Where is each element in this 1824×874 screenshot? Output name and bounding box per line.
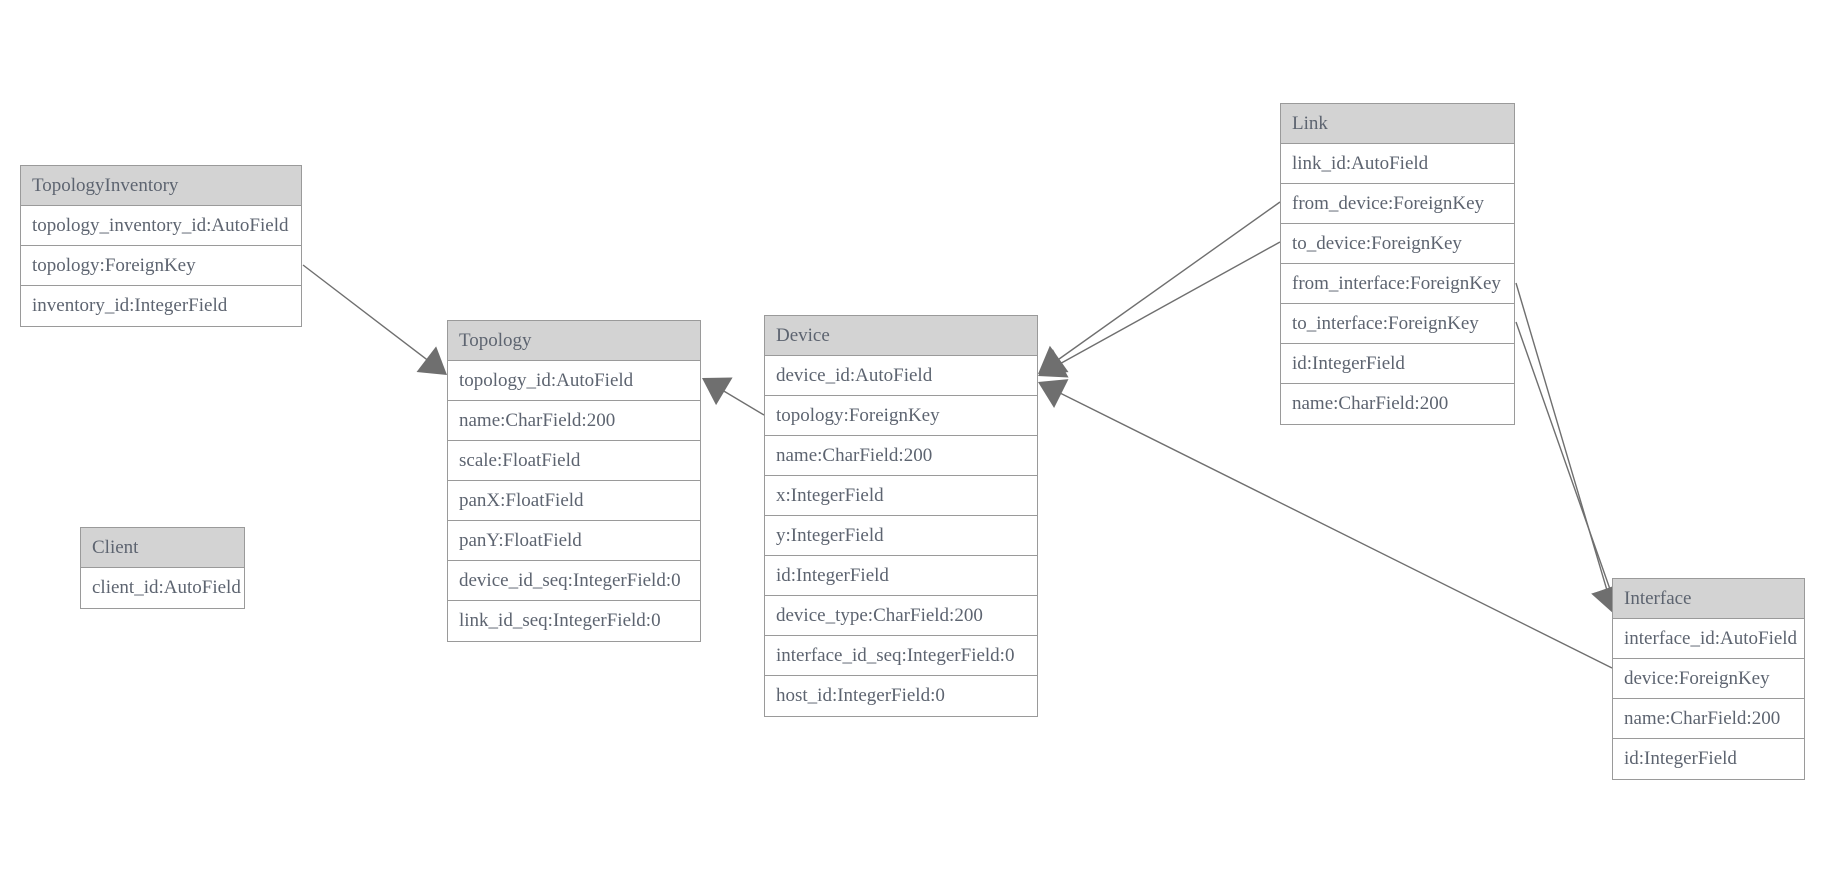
entity-field-row: panX:FloatField [448,481,700,521]
relationship-link-to-device[interactable] [1038,241,1281,378]
entity-field-row: id:IntegerField [1613,739,1804,779]
entity-field-row: topology_inventory_id:AutoField [21,206,301,246]
entity-field-row: host_id:IntegerField:0 [765,676,1037,716]
entity-field-row: topology:ForeignKey [765,396,1037,436]
entity-field-row: device_id:AutoField [765,356,1037,396]
entity-field-row: device_type:CharField:200 [765,596,1037,636]
entity-field-row: name:CharField:200 [1613,699,1804,739]
relationship-arrowhead [1038,349,1069,378]
relationship-line [1056,201,1281,362]
entity-field-row: to_interface:ForeignKey [1281,304,1514,344]
entity-field-row: id:IntegerField [765,556,1037,596]
relationship-line [1057,241,1281,366]
entity-title-topology: Topology [448,321,700,361]
entity-title-device: Device [765,316,1037,356]
relationship-line [1515,282,1609,593]
relationship-arrowhead [702,377,733,406]
entity-field-row: y:IntegerField [765,516,1037,556]
relationship-link-to-interface[interactable] [1515,321,1625,612]
entity-field-row: scale:FloatField [448,441,700,481]
entity-field-row: name:CharField:200 [1281,384,1514,424]
entity-field-row: from_device:ForeignKey [1281,184,1514,224]
entity-field-row: id:IntegerField [1281,344,1514,384]
entity-title-link: Link [1281,104,1514,144]
entity-field-row: link_id_seq:IntegerField:0 [448,601,700,641]
relationship-arrowhead [1038,345,1069,374]
entity-field-row: topology:ForeignKey [21,246,301,286]
entity-field-row: interface_id:AutoField [1613,619,1804,659]
entity-title-interface: Interface [1613,579,1804,619]
relationship-line [302,264,430,362]
entity-field-row: name:CharField:200 [765,436,1037,476]
relationship-line [1058,391,1613,669]
relationship-arrowhead [416,346,447,375]
entity-field-row: name:CharField:200 [448,401,700,441]
relationship-line [1515,321,1612,591]
entity-field-row: device_id_seq:IntegerField:0 [448,561,700,601]
entity-field-row: from_interface:ForeignKey [1281,264,1514,304]
relationship-link-from-device[interactable] [1038,201,1281,374]
entity-field-row: to_device:ForeignKey [1281,224,1514,264]
entity-title-topologyinventory: TopologyInventory [21,166,301,206]
entity-field-row: client_id:AutoField [81,568,244,608]
entity-field-row: topology_id:AutoField [448,361,700,401]
entity-field-row: device:ForeignKey [1613,659,1804,699]
relationship-topologyinventory-topology[interactable] [302,264,447,375]
entity-field-row: x:IntegerField [765,476,1037,516]
relationship-link-from-interface[interactable] [1515,282,1623,614]
relationship-arrowhead [1038,379,1069,409]
entity-field-row: inventory_id:IntegerField [21,286,301,326]
entity-field-row: panY:FloatField [448,521,700,561]
relationship-line [721,389,765,416]
entity-field-row: link_id:AutoField [1281,144,1514,184]
relationship-device-topology[interactable] [702,377,765,416]
entity-field-row: interface_id_seq:IntegerField:0 [765,636,1037,676]
entity-title-client: Client [81,528,244,568]
entity-fields-client: client_id:AutoField [81,568,244,608]
